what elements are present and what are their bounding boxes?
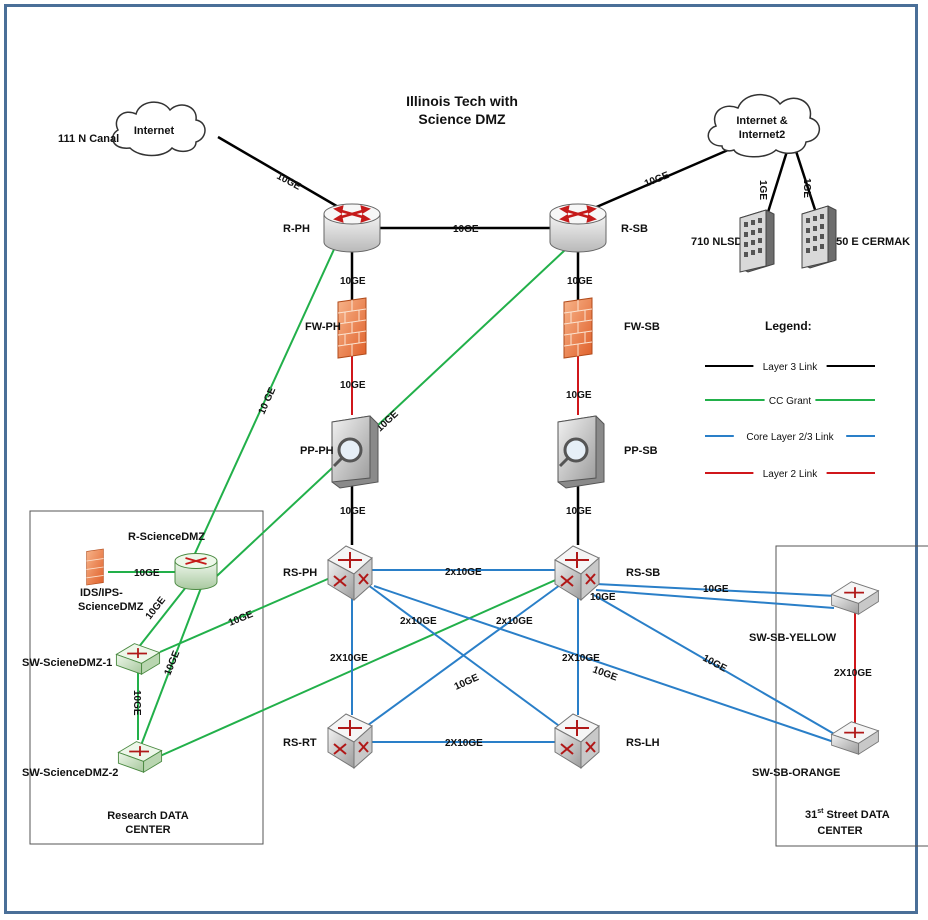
core-links	[351, 569, 837, 743]
research-datacenter-box	[29, 510, 264, 845]
router-icon	[174, 553, 218, 590]
link-label: 10 GE	[257, 386, 279, 417]
link-label: 2x10GE	[400, 616, 437, 627]
layer3-links	[217, 135, 821, 545]
internet2-cloud-label-1: Internet &	[736, 115, 787, 127]
link-label: 10GE	[340, 506, 366, 517]
legend-item: CC Grant	[705, 393, 875, 407]
legend-item: Core Layer 2/3 Link	[705, 429, 875, 443]
link-label: 10GE	[643, 170, 671, 190]
link-label: 10GE	[566, 506, 592, 517]
node-label-r-ph: R-PH	[283, 223, 310, 235]
link-label: 2x10GE	[445, 567, 482, 578]
switch-icon	[554, 713, 600, 769]
link-label: 2X10GE	[445, 738, 483, 749]
router-icon	[322, 202, 382, 254]
node-label-sw-sdmz1: SW-ScieneDMZ-1	[22, 657, 112, 669]
switch-icon	[327, 545, 373, 601]
node-label-fw-sb: FW-SB	[624, 321, 660, 333]
node-label-r-sb: R-SB	[621, 223, 648, 235]
switch-icon	[115, 643, 161, 675]
link-label: 2x10GE	[496, 616, 533, 627]
link-label: 10GE	[453, 672, 481, 693]
node-label-sw-yellow: SW-SB-YELLOW	[749, 632, 837, 644]
research-dc-label-2: CENTER	[125, 824, 170, 836]
link-label: 1GE	[757, 180, 768, 200]
diagram-title-line2: Science DMZ	[418, 111, 506, 127]
node-label-ids-2: ScienceDMZ	[78, 601, 144, 613]
layer2-links	[351, 355, 856, 725]
diagram-title-line1: Illinois Tech with	[406, 93, 518, 109]
firewall-icon	[563, 297, 593, 359]
link-label: 10GE	[567, 276, 593, 287]
packet-probe-icon	[330, 414, 380, 490]
node-label-r-sciencedmz: R-ScienceDMZ	[128, 531, 205, 543]
link-label: 10GE	[163, 649, 183, 677]
internet2-cloud: Internet & Internet2	[707, 94, 820, 158]
switch-icon	[117, 741, 163, 773]
node-label-rs-sb: RS-SB	[626, 567, 660, 579]
link-label: 10GE	[144, 595, 169, 622]
internet-cloud: Internet	[111, 101, 206, 157]
cc-grant-links	[108, 244, 566, 757]
diagram-frame	[4, 4, 918, 914]
site-label-nlsd: 710 NLSD	[691, 236, 742, 248]
legend-label: Layer 2 Link	[763, 469, 818, 480]
legend-item: Layer 3 Link	[705, 359, 875, 373]
switch-icon	[830, 581, 880, 616]
packet-probe-icon	[556, 414, 606, 490]
legend-label: CC Grant	[769, 396, 811, 407]
link-label: 10GE	[340, 276, 366, 287]
legend-item: Layer 2 Link	[705, 466, 875, 480]
link-label: 2X10GE	[834, 668, 872, 679]
link-label: 10GE	[566, 390, 592, 401]
link-label: 10GE	[453, 224, 479, 235]
link-label: 10GE	[340, 380, 366, 391]
street-datacenter-box	[775, 545, 928, 847]
link-label: 10GE	[375, 408, 401, 434]
legend-heading: Legend:	[765, 319, 812, 333]
node-label-ids-1: IDS/IPS-	[80, 587, 123, 599]
switch-icon	[327, 713, 373, 769]
node-label-rs-ph: RS-PH	[283, 567, 317, 579]
building-icon	[801, 205, 837, 269]
link-label: 2X10GE	[330, 653, 368, 664]
node-label-pp-ph: PP-PH	[300, 445, 334, 457]
site-label-canal: 111 N Canal	[58, 133, 119, 145]
link-label: 10GE	[275, 171, 303, 193]
router-icon	[548, 202, 608, 254]
firewall-icon	[86, 548, 104, 586]
research-dc-label-1: Research DATA	[107, 810, 189, 822]
firewall-icon	[337, 297, 367, 359]
internet2-cloud-label-2: Internet2	[739, 129, 785, 141]
link-label: 10GE	[590, 592, 616, 603]
building-icon	[739, 209, 775, 273]
legend-label: Core Layer 2/3 Link	[746, 432, 834, 443]
node-label-sw-sdmz2: SW-ScienceDMZ-2	[22, 767, 118, 779]
street-dc-label-2: CENTER	[817, 825, 862, 837]
switch-icon	[830, 721, 880, 756]
link-label: 10GE	[131, 690, 142, 716]
site-label-cermak: 350 E CERMAK	[830, 236, 910, 248]
node-label-rs-rt: RS-RT	[283, 737, 317, 749]
street-dc-label-1: 31st Street DATA	[805, 808, 890, 821]
link-label: 10GE	[703, 584, 729, 595]
node-label-pp-sb: PP-SB	[624, 445, 658, 457]
link-label: 10GE	[701, 653, 729, 675]
link-label: 2X10GE	[562, 653, 600, 664]
node-label-sw-orange: SW-SB-ORANGE	[752, 767, 840, 779]
link-label: 10GE	[134, 568, 160, 579]
internet-cloud-label: Internet	[134, 125, 175, 137]
node-label-rs-lh: RS-LH	[626, 737, 660, 749]
node-label-fw-ph: FW-PH	[305, 321, 341, 333]
link-label: 10GE	[227, 609, 255, 629]
link-label: 1GE	[801, 178, 812, 198]
legend-label: Layer 3 Link	[763, 362, 818, 373]
